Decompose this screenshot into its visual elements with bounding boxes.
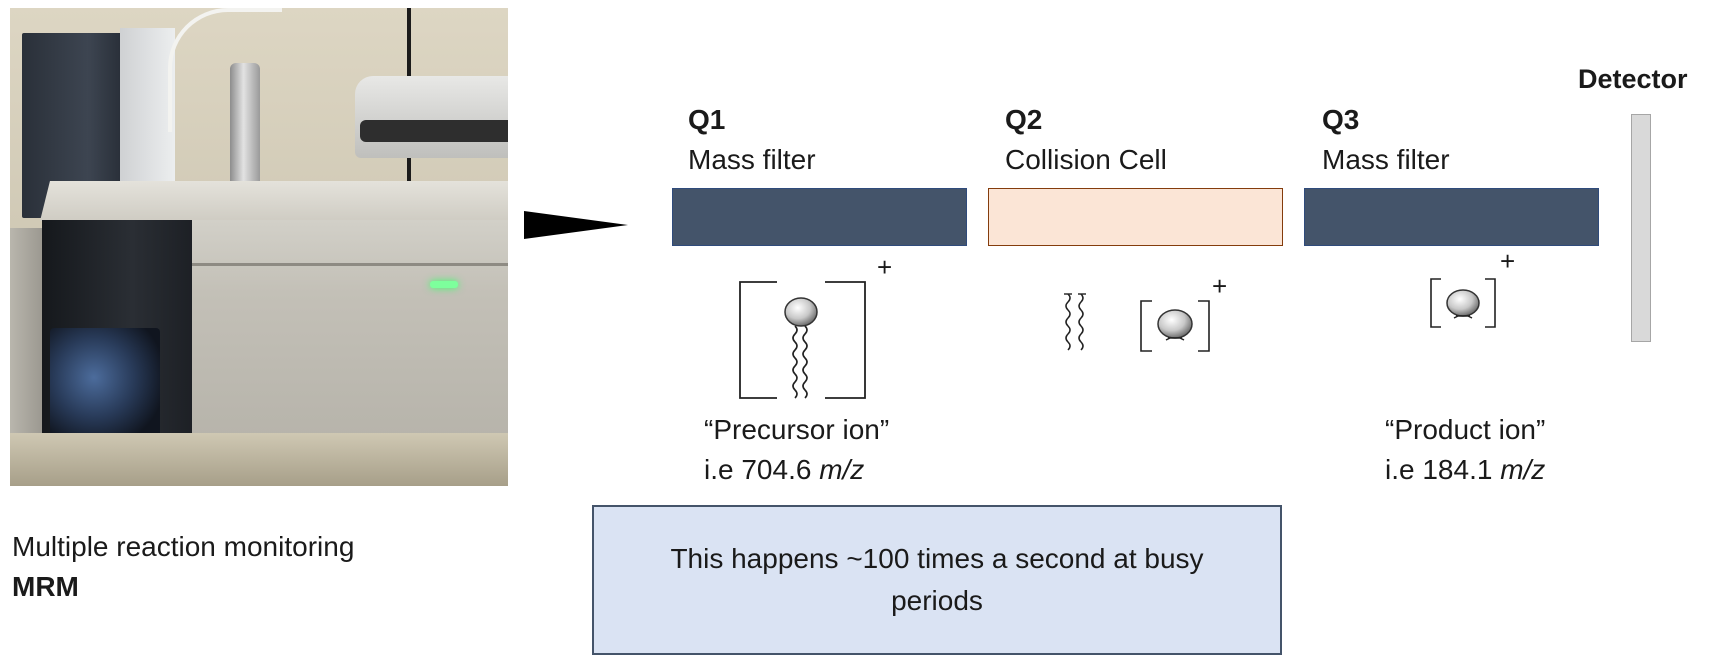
frequency-note: This happens ~100 times a second at busy… <box>592 505 1282 655</box>
q2-desc: Collision Cell <box>1005 144 1167 175</box>
precursor-ion-icon <box>739 281 866 399</box>
q1-mass-filter-bar <box>672 188 967 246</box>
product-charge: + <box>1500 246 1516 276</box>
flow-arrow-icon <box>524 211 628 239</box>
precursor-title: “Precursor ion” <box>704 414 890 445</box>
q1-label: Q1 Mass filter <box>688 100 816 180</box>
caption-title: Multiple reaction monitoring <box>12 531 355 562</box>
product-title: “Product ion” <box>1385 414 1546 445</box>
q1-desc: Mass filter <box>688 144 816 175</box>
q2-name: Q2 <box>1005 104 1043 135</box>
q2-label: Q2 Collision Cell <box>1005 100 1167 180</box>
precursor-label: “Precursor ion” i.e 704.6 m/z <box>704 410 889 490</box>
headgroup-ion-icon <box>1140 300 1210 352</box>
precursor-charge: + <box>877 252 893 282</box>
neutral-fragment-icon <box>1064 293 1086 351</box>
q3-desc: Mass filter <box>1322 144 1450 175</box>
instrument-photo <box>10 8 508 486</box>
q3-label: Q3 Mass filter <box>1322 100 1450 180</box>
frequency-note-text: This happens ~100 times a second at busy… <box>670 543 1204 616</box>
product-ion-icon <box>1430 278 1496 328</box>
q2-collision-cell-bar <box>988 188 1283 246</box>
detector-plate <box>1631 114 1651 342</box>
precursor-mass: i.e 704.6 m/z <box>704 454 865 485</box>
product-mass: i.e 184.1 m/z <box>1385 454 1546 485</box>
detector-label: Detector <box>1578 64 1688 94</box>
fragment-charge: + <box>1212 271 1228 301</box>
q1-name: Q1 <box>688 104 726 135</box>
mrm-caption: Multiple reaction monitoring MRM <box>12 527 354 607</box>
q3-mass-filter-bar <box>1304 188 1599 246</box>
product-label: “Product ion” i.e 184.1 m/z <box>1385 410 1545 490</box>
caption-abbrev: MRM <box>12 571 79 602</box>
q3-name: Q3 <box>1322 104 1360 135</box>
